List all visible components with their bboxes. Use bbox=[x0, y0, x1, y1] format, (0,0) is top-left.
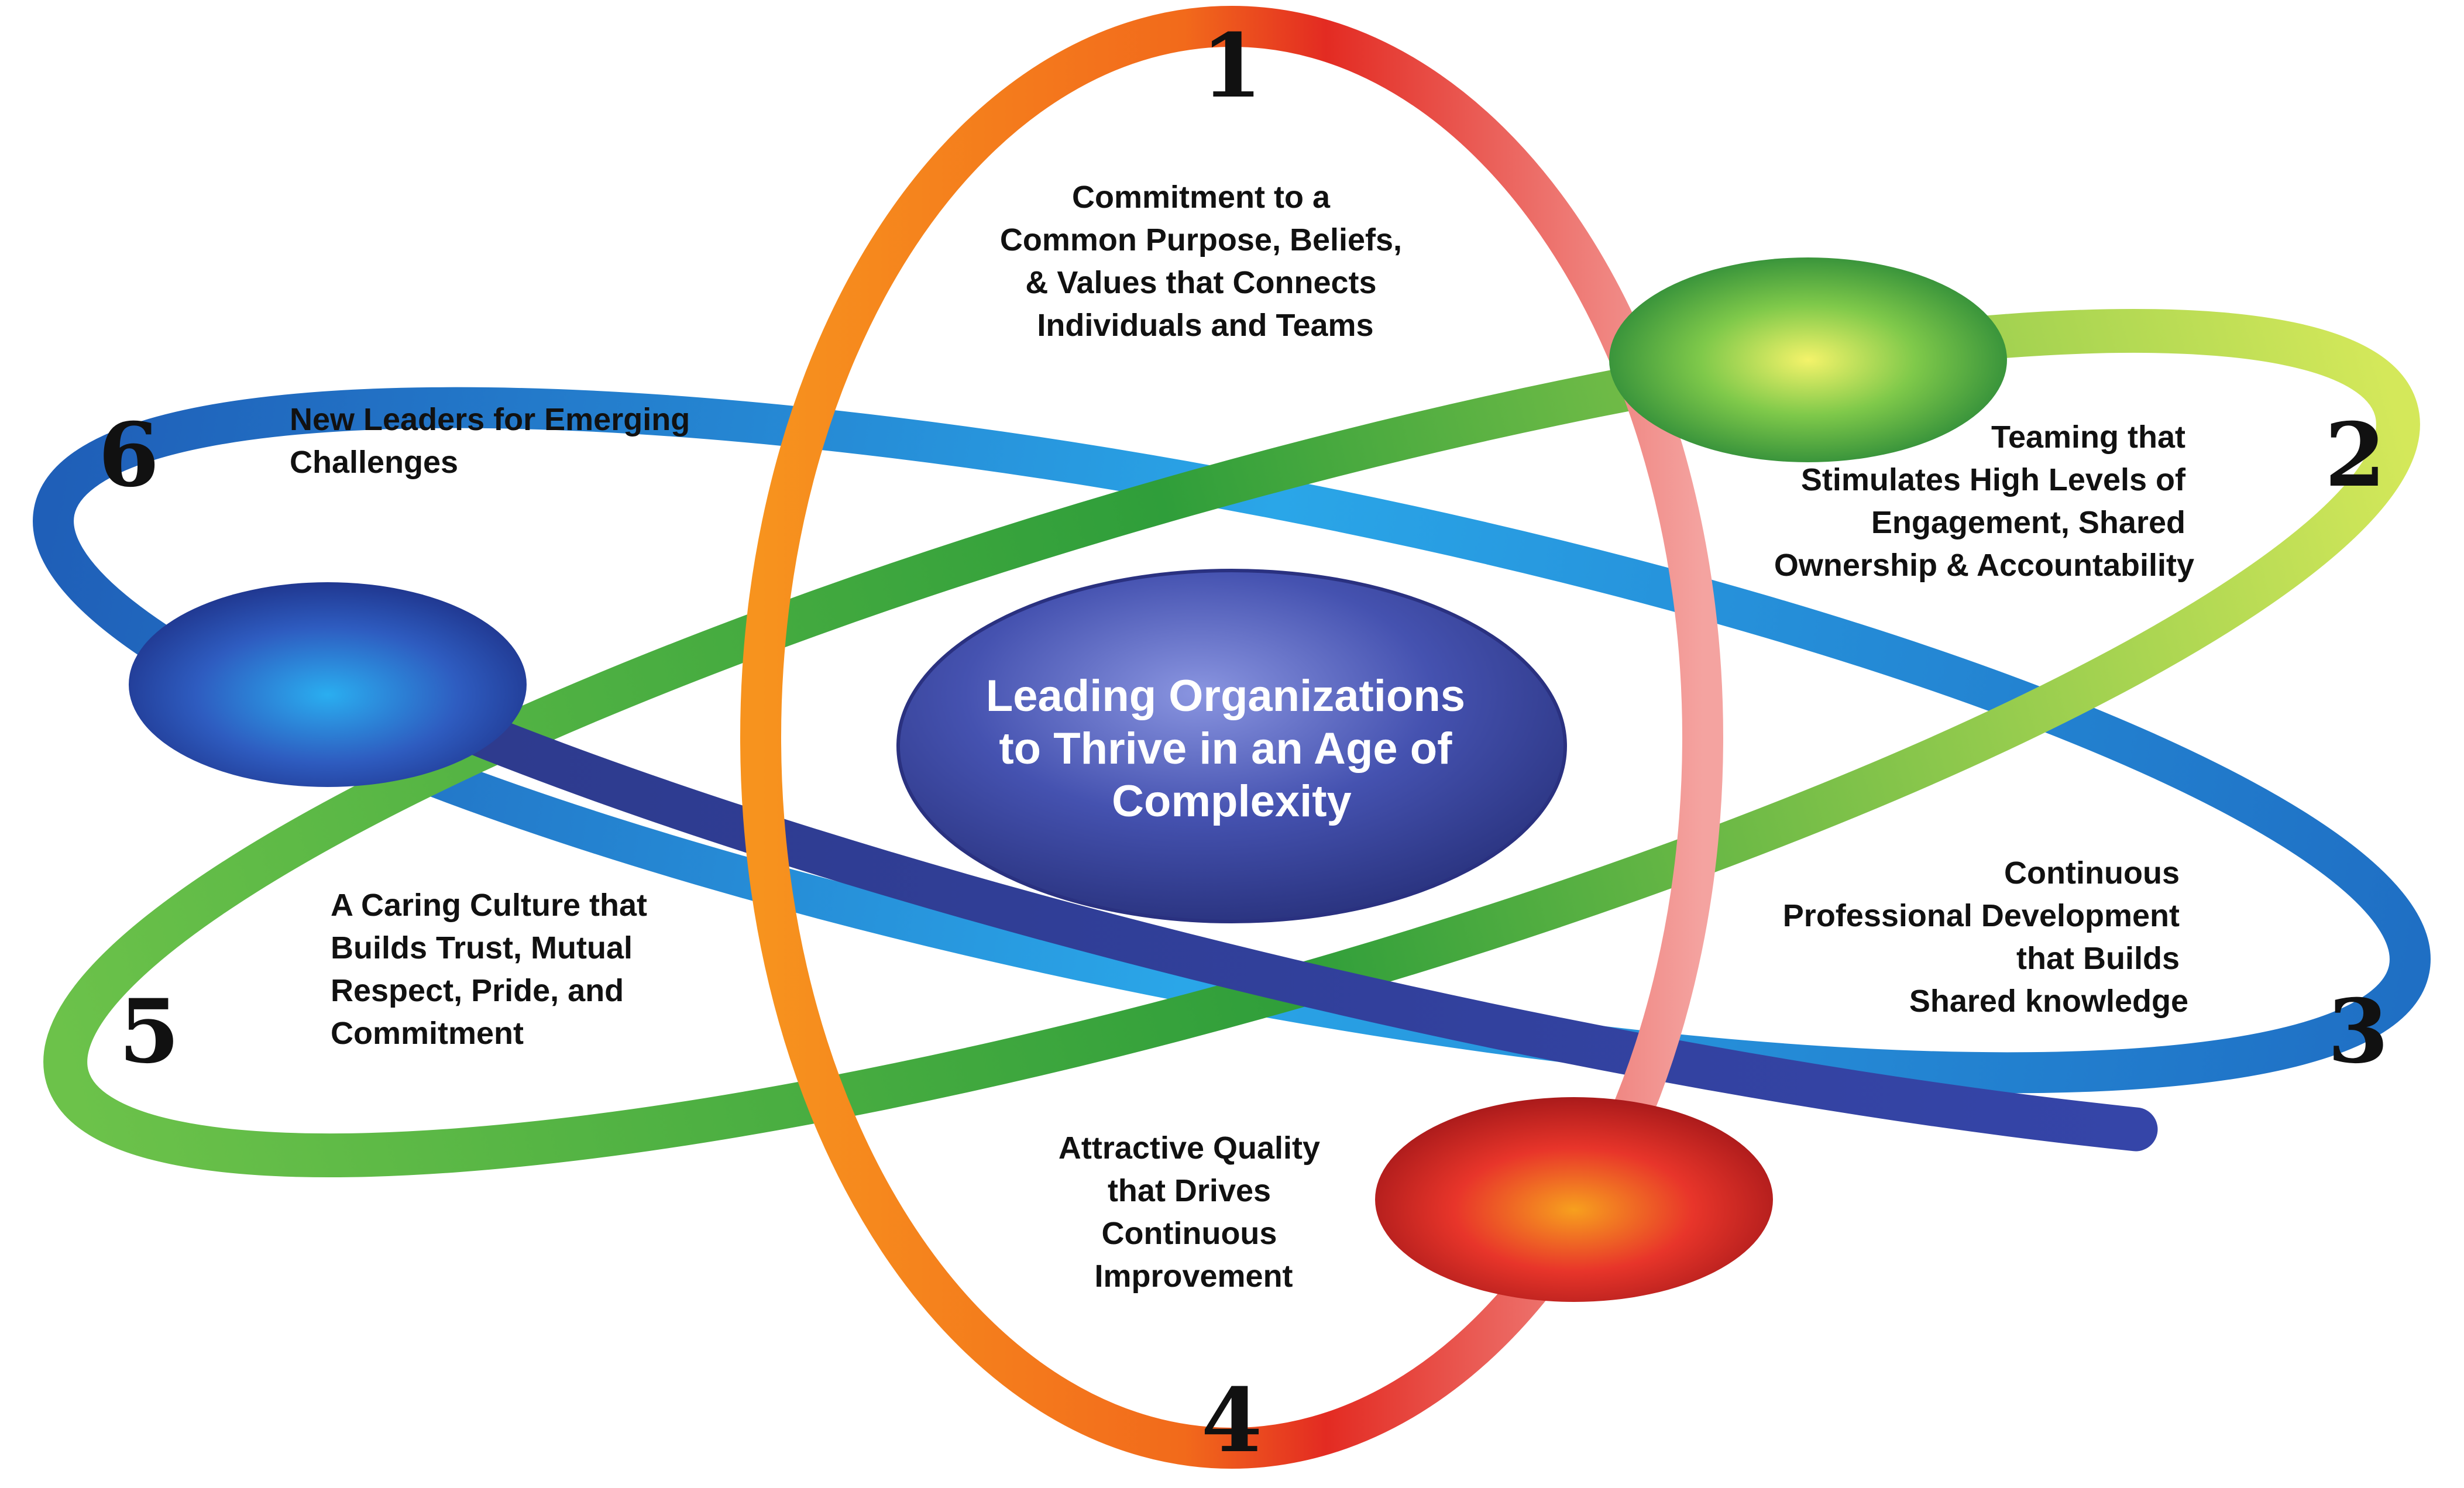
nucleus-red bbox=[1375, 1097, 1773, 1302]
element-1-number: 1 bbox=[1201, 15, 1262, 118]
element-6-label: New Leaders for Emerging Challenges bbox=[290, 402, 699, 480]
nucleus-green bbox=[1609, 257, 2007, 462]
element-4-number: 4 bbox=[1201, 1369, 1262, 1472]
orbit-navy bbox=[341, 662, 2158, 1152]
element-3-number: 3 bbox=[2328, 980, 2389, 1083]
element-3-label: Continuous Professional Development that… bbox=[1783, 855, 2188, 1019]
element-5-label: A Caring Culture that Builds Trust, Mutu… bbox=[331, 888, 656, 1051]
element-1-label: Commitment to a Common Purpose, Beliefs,… bbox=[1000, 180, 1411, 343]
center-ellipse bbox=[896, 569, 1567, 923]
nucleus-blue bbox=[129, 582, 527, 787]
element-6-number: 6 bbox=[98, 404, 159, 507]
center-title: Leading Organizations to Thrive in an Ag… bbox=[986, 671, 1477, 826]
element-4-label: Attractive Quality that Drives Continuou… bbox=[1059, 1130, 1329, 1294]
element-2-label: Teaming that Stimulates High Levels of E… bbox=[1774, 420, 2194, 583]
orbit-orange-red bbox=[740, 6, 1723, 1469]
element-2-number: 2 bbox=[2325, 404, 2386, 507]
orbit-rings bbox=[33, 6, 2431, 1469]
element-5-number: 5 bbox=[119, 980, 180, 1083]
orbit-blue bbox=[33, 387, 2431, 1094]
